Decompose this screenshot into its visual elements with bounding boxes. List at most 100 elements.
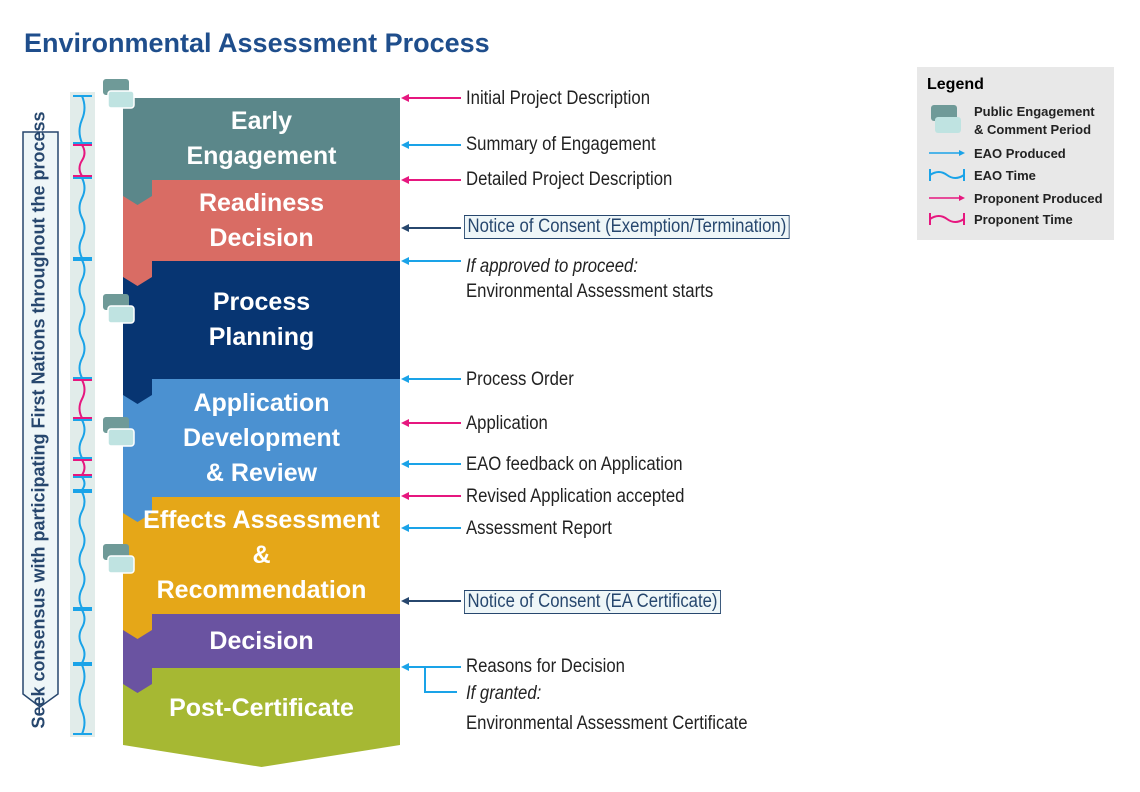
segment-wave bbox=[78, 177, 86, 259]
stage-block bbox=[123, 180, 400, 261]
stage-label-line: Engagement bbox=[186, 142, 337, 170]
stage-block bbox=[123, 668, 400, 767]
branch-connector bbox=[424, 667, 457, 693]
stage-label-line: Development bbox=[183, 423, 340, 452]
segment-wave bbox=[81, 476, 86, 491]
arrow-head bbox=[401, 375, 409, 383]
legend: Legend Public Engagement & Comment Perio… bbox=[917, 67, 1114, 240]
page-title: Environmental Assessment Process bbox=[24, 28, 490, 58]
stage-label-line: Decision bbox=[209, 626, 314, 655]
stage-label-line: Planning bbox=[208, 323, 315, 351]
public-engagement-icon bbox=[103, 294, 135, 324]
output-eao-feedback: EAO feedback on Application bbox=[466, 454, 683, 475]
segment-wave bbox=[81, 459, 86, 476]
speech-bubble-icon bbox=[103, 79, 135, 109]
eao-time-segment bbox=[73, 177, 92, 259]
segment-wave bbox=[78, 379, 86, 419]
condition-text: If approved to proceed: bbox=[466, 256, 638, 277]
output-arrows bbox=[401, 94, 461, 693]
stage-chevron-tab bbox=[123, 497, 152, 522]
eao-time-segment bbox=[73, 419, 92, 459]
arrow-head bbox=[401, 663, 409, 671]
stage-block bbox=[123, 379, 400, 497]
stage-column bbox=[123, 98, 400, 767]
output-ea-certificate: Environmental Assessment Certificate bbox=[466, 713, 748, 734]
segment-wave bbox=[78, 491, 86, 609]
output-notice-of-consent-certificate: Notice of Consent (EA Certificate) bbox=[464, 590, 722, 614]
stage-label: Effects Assessment & Recommendation bbox=[123, 503, 400, 608]
stage-label-line: Decision bbox=[209, 223, 314, 252]
eao-time-icon bbox=[929, 169, 965, 181]
proponent-time-segment bbox=[73, 144, 92, 177]
proponent-time-segment bbox=[73, 379, 92, 419]
output-application: Application bbox=[466, 413, 548, 434]
stage-chevron-tab bbox=[123, 668, 152, 693]
eao-time-segment bbox=[73, 476, 92, 491]
stage-label-line: Post-Certificate bbox=[169, 694, 354, 722]
arrow-head bbox=[401, 524, 409, 532]
arrow-head bbox=[401, 176, 409, 184]
segment-wave bbox=[78, 419, 86, 459]
condition-text: If granted: bbox=[466, 683, 542, 704]
output-notice-of-consent-exemption: Notice of Consent (Exemption/Termination… bbox=[464, 215, 790, 239]
timeline-track bbox=[70, 92, 95, 737]
public-engagement-icon bbox=[103, 79, 135, 109]
legend-comment-period: & Comment Period bbox=[974, 122, 1092, 137]
stage-label-line: Application bbox=[193, 388, 330, 417]
output-revised-application: Revised Application accepted bbox=[466, 486, 685, 507]
segment-wave bbox=[78, 95, 86, 144]
stage-chevron-tab bbox=[123, 614, 152, 639]
proponent-time-icon bbox=[929, 213, 965, 225]
arrow-head bbox=[401, 597, 409, 605]
stage-chevron-tab bbox=[123, 261, 152, 286]
stage-label-line: Process bbox=[212, 288, 311, 316]
output-initial-project-description: Initial Project Description bbox=[466, 88, 651, 109]
public-engagement-icon bbox=[103, 544, 135, 574]
legend-eao-time: EAO Time bbox=[974, 168, 1036, 183]
output-summary-of-engagement: Summary of Engagement bbox=[466, 134, 656, 155]
arrow-head bbox=[401, 419, 409, 427]
output-ea-starts: Environmental Assessment starts bbox=[466, 281, 714, 302]
legend-eao-produced: EAO Produced bbox=[974, 146, 1066, 161]
stage-block bbox=[123, 98, 400, 180]
stage-block bbox=[123, 497, 400, 614]
legend-title: Legend bbox=[927, 76, 984, 93]
eao-time-segment bbox=[73, 664, 92, 735]
arrow-head bbox=[401, 460, 409, 468]
eao-produced-arrow-icon bbox=[929, 150, 965, 156]
stage-block bbox=[123, 614, 400, 668]
legend-proponent-produced: Proponent Produced bbox=[974, 191, 1103, 206]
speech-bubble-icon bbox=[103, 544, 135, 574]
bubble-front bbox=[107, 90, 135, 109]
output-process-order: Process Order bbox=[466, 369, 574, 390]
bubble-front bbox=[107, 305, 135, 324]
stage-chevron-tab bbox=[123, 180, 152, 205]
stage-label-line: Recommendation bbox=[156, 576, 367, 604]
speech-bubble-icon bbox=[103, 417, 135, 447]
stage-chevron-tab bbox=[123, 379, 152, 404]
eao-time-segment bbox=[73, 609, 92, 664]
output-detailed-project-description: Detailed Project Description bbox=[466, 169, 673, 190]
bubble-front bbox=[107, 555, 135, 574]
segment-wave bbox=[78, 259, 86, 379]
stage-label: Post-Certificate bbox=[123, 691, 400, 726]
legend-public-engagement: Public Engagement bbox=[974, 104, 1095, 119]
speech-bubble-icon bbox=[931, 105, 961, 133]
stage-block bbox=[123, 261, 400, 379]
stage-label-line: & bbox=[252, 541, 271, 569]
arrow-head bbox=[401, 257, 409, 265]
segment-wave bbox=[78, 144, 86, 177]
stage-label: Decision bbox=[123, 624, 400, 659]
stage-label-line: Effects Assessment bbox=[143, 506, 380, 534]
side-label: Seek consensus with participating First … bbox=[28, 111, 49, 729]
proponent-produced-arrow-icon bbox=[929, 195, 965, 201]
stage-label-line: Early bbox=[230, 107, 293, 135]
proponent-time-segment bbox=[73, 459, 92, 476]
stage-label-line: & Review bbox=[205, 458, 318, 487]
output-reasons-for-decision: Reasons for Decision bbox=[466, 656, 625, 677]
arrow-head bbox=[401, 141, 409, 149]
